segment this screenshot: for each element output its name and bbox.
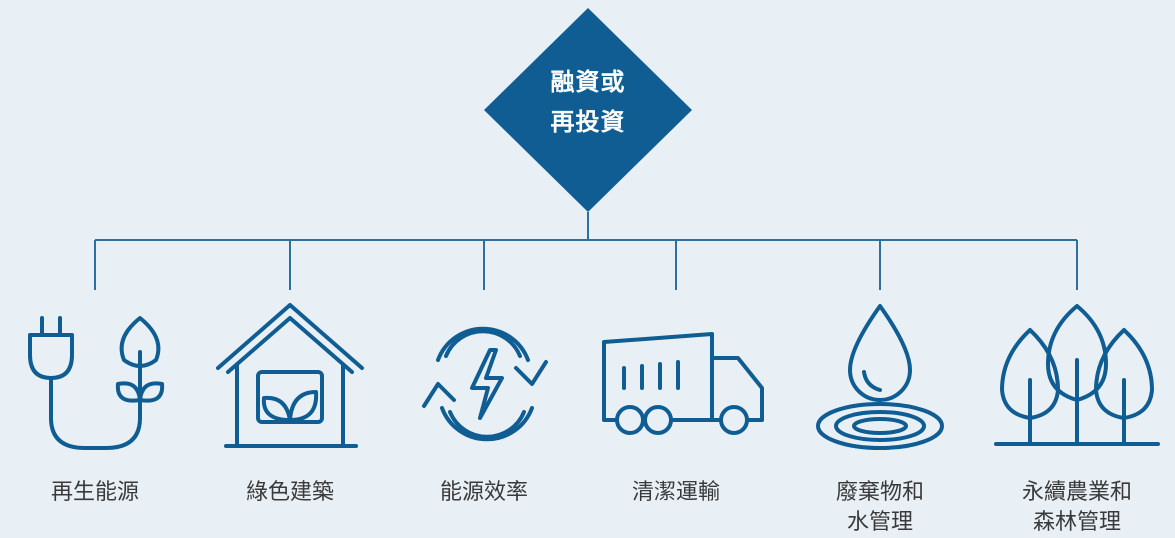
category-green-building: 綠色建築 [200, 478, 380, 508]
category-renewable-energy: 再生能源 [5, 478, 185, 508]
connector-lines [94, 212, 1078, 290]
center-label-line: 再投資 [550, 108, 626, 136]
house-leaf-icon [216, 303, 364, 448]
category-label: 能源效率 [439, 480, 528, 505]
category-agriculture-forestry: 永續農業和 森林管理 [987, 478, 1167, 538]
category-label: 永續農業和 [1021, 480, 1132, 505]
category-label: 森林管理 [1032, 510, 1121, 535]
category-energy-efficiency: 能源效率 [394, 478, 574, 508]
category-label: 廢棄物和 [835, 480, 924, 505]
category-label: 綠色建築 [245, 480, 334, 505]
category-label: 再生能源 [50, 480, 139, 505]
category-label: 水管理 [846, 510, 913, 535]
category-waste-water: 廢棄物和 水管理 [790, 478, 970, 538]
trees-icon [994, 304, 1160, 446]
category-clean-transport: 清潔運輸 [586, 478, 766, 508]
category-label: 清潔運輸 [631, 480, 720, 505]
center-node-label: 融資或 再投資 [488, 62, 688, 142]
plug-leaf-icon [28, 316, 165, 450]
energy-cycle-icon [422, 326, 548, 442]
water-drop-icon [816, 304, 944, 450]
truck-icon [602, 332, 764, 435]
center-diamond [484, 8, 692, 212]
center-label-line: 融資或 [550, 68, 626, 96]
